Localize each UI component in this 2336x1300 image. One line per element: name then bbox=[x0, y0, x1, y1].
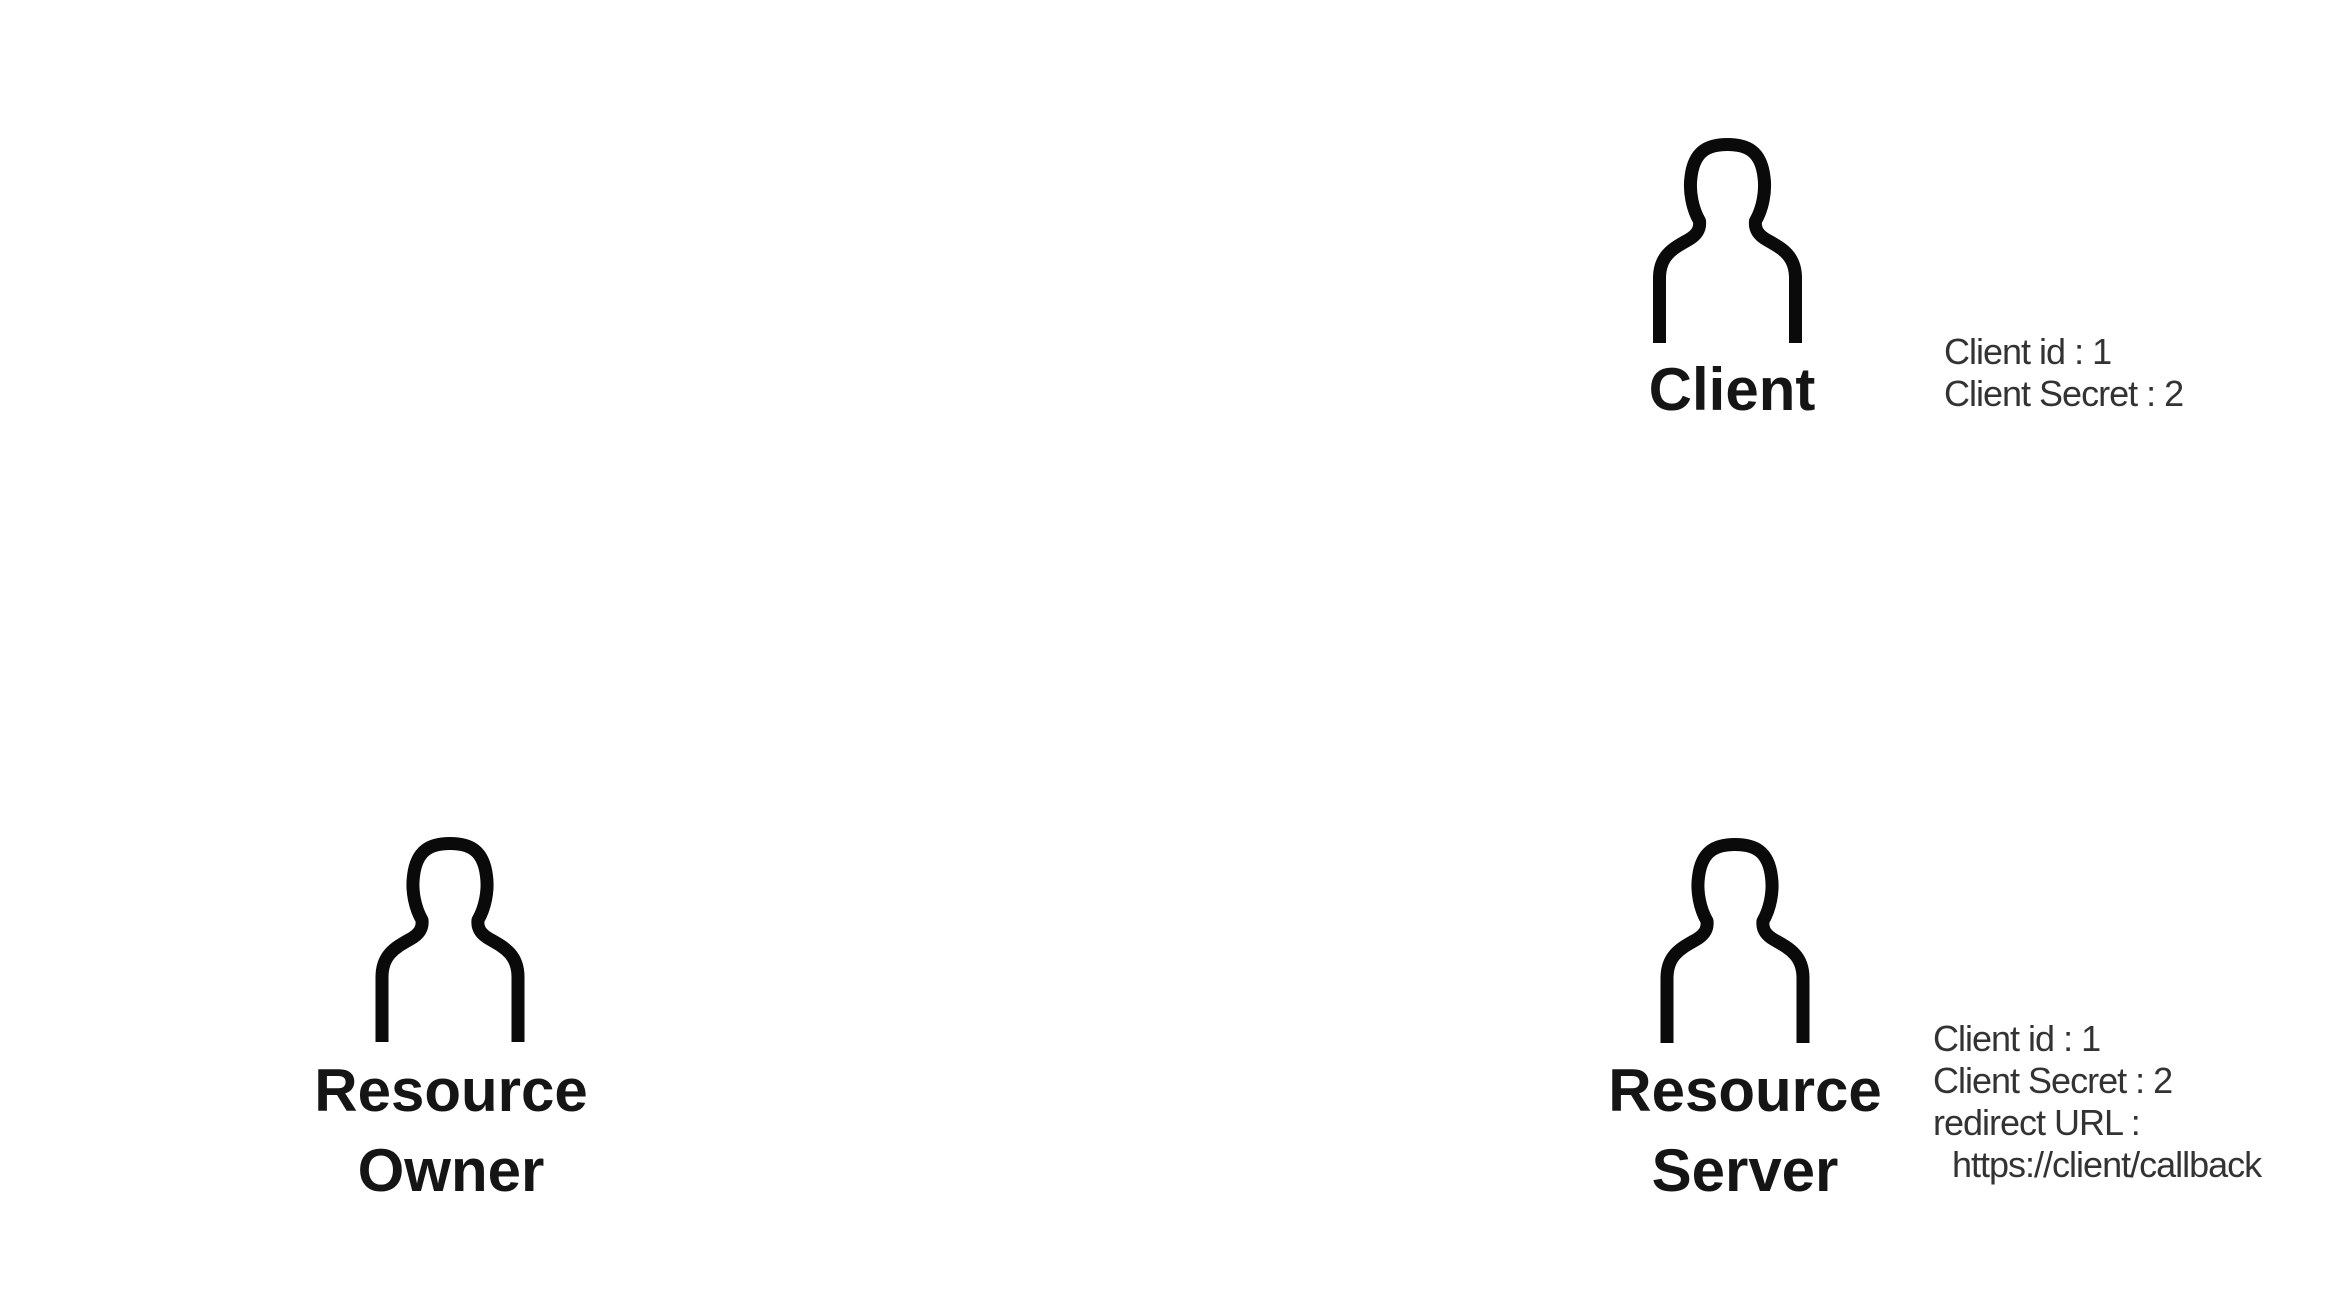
client-secret-text: Client Secret : 2 bbox=[1944, 373, 2184, 414]
server-client-id-text: Client id : 1 bbox=[1933, 1018, 2101, 1059]
client-label: Client bbox=[1648, 356, 1816, 423]
resource-owner-label-line2: Owner bbox=[357, 1137, 545, 1204]
client-details: Client id : 1 Client Secret : 2 bbox=[1944, 331, 2184, 415]
resource-server-label-line1: Resource bbox=[1608, 1057, 1882, 1124]
server-redirect-url-label: redirect URL : bbox=[1933, 1102, 2141, 1143]
client-id-text: Client id : 1 bbox=[1944, 331, 2112, 372]
resource-server-label: Resource Server bbox=[1445, 1051, 2045, 1211]
server-client-secret-text: Client Secret : 2 bbox=[1933, 1060, 2173, 1101]
person-icon bbox=[375, 837, 525, 1042]
resource-owner-label: Resource Owner bbox=[151, 1051, 751, 1211]
person-icon bbox=[1660, 838, 1810, 1043]
person-icon bbox=[1653, 138, 1802, 343]
resource-server-details: Client id : 1 Client Secret : 2 redirect… bbox=[1933, 1018, 2262, 1186]
resource-owner-label-line1: Resource bbox=[314, 1057, 588, 1124]
resource-server-label-line2: Server bbox=[1651, 1137, 1839, 1204]
server-redirect-url-value: https://client/callback bbox=[1952, 1144, 2262, 1185]
